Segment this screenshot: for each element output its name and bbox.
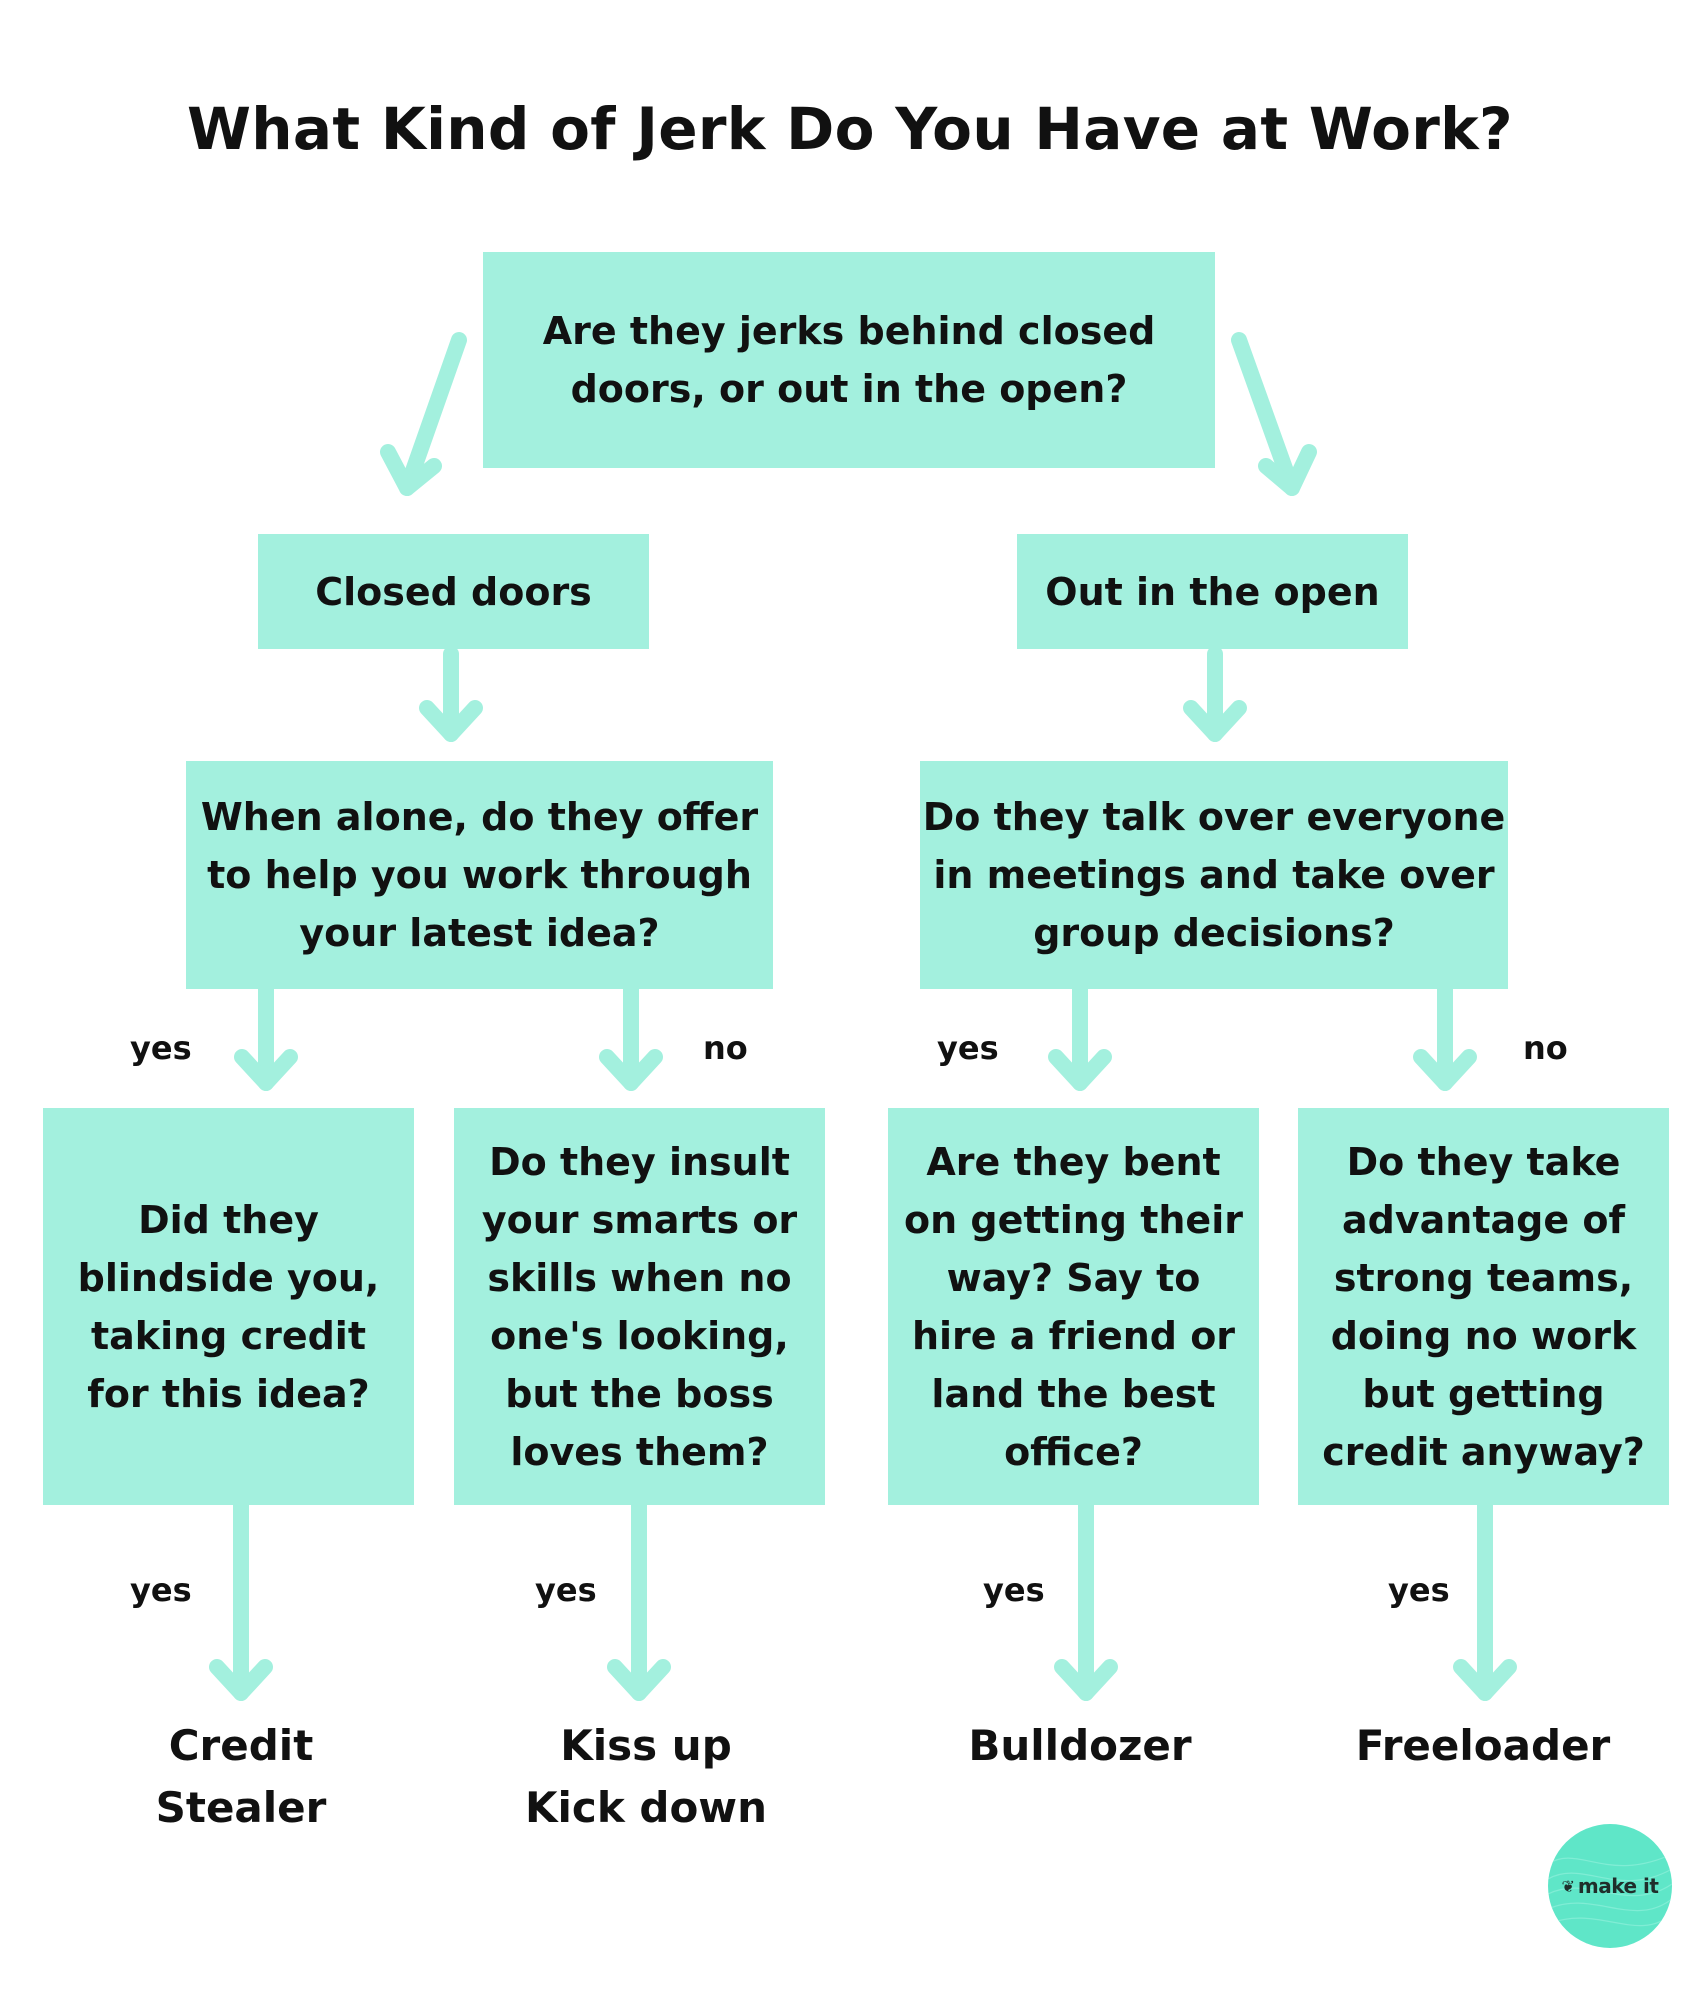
node-closed-doors: Closed doors <box>258 534 649 649</box>
arrow-q1-yes <box>209 1497 273 1701</box>
nbc-peacock-icon: ❦ <box>1561 1876 1575 1896</box>
arrow-closed-no <box>599 981 663 1091</box>
node-open-question-text: Do they talk over everyone in meetings a… <box>922 795 1506 955</box>
label-q2-yes: yes <box>535 1571 597 1609</box>
arrow-root-closed <box>380 332 467 496</box>
arrow-q2-yes <box>607 1497 671 1701</box>
arrow-open-q <box>1183 646 1247 742</box>
arrow-closed-q <box>419 646 483 742</box>
arrow-closed-yes <box>234 981 298 1091</box>
outcome-freeloader: Freeloader <box>1355 1721 1611 1770</box>
node-out-in-open: Out in the open <box>1017 534 1408 649</box>
outcome-credit-stealer: Credit Stealer <box>155 1721 327 1832</box>
node-root-text: Are they jerks behind closed doors, or o… <box>542 309 1156 411</box>
node-open-question: Do they talk over everyone in meetings a… <box>920 761 1508 989</box>
outcome-bulldozer: Bulldozer <box>968 1721 1192 1770</box>
outcome-kiss-up-kick-down: Kiss up Kick down <box>524 1721 767 1832</box>
node-q1-text: Did they blindside you, taking credit fo… <box>77 1197 380 1416</box>
page-title: What Kind of Jerk Do You Have at Work? <box>187 95 1513 163</box>
node-open-text: Out in the open <box>1045 569 1380 614</box>
label-q3-yes: yes <box>983 1571 1045 1609</box>
node-q4: Do they take advantage of strong teams, … <box>1298 1108 1669 1505</box>
arrow-open-no <box>1413 981 1477 1091</box>
logo-text: make it <box>1577 1874 1659 1898</box>
node-q2-text: Do they insult your smarts or skills whe… <box>481 1139 798 1474</box>
logo-texture <box>1548 1853 1672 1927</box>
node-root-question: Are they jerks behind closed doors, or o… <box>483 252 1215 468</box>
label-q1-yes: yes <box>130 1571 192 1609</box>
label-open-no: no <box>1523 1029 1568 1067</box>
node-q2: Do they insult your smarts or skills whe… <box>454 1108 825 1505</box>
arrow-root-open <box>1231 332 1317 496</box>
node-q4-text: Do they take advantage of strong teams, … <box>1322 1139 1645 1474</box>
label-closed-yes: yes <box>130 1029 192 1067</box>
node-q3-text: Are they bent on getting their way? Say … <box>904 1139 1243 1474</box>
node-closed-text: Closed doors <box>315 569 592 614</box>
node-q3: Are they bent on getting their way? Say … <box>888 1108 1259 1505</box>
arrow-q4-yes <box>1453 1497 1517 1701</box>
label-open-yes: yes <box>937 1029 999 1067</box>
arrow-open-yes <box>1048 981 1112 1091</box>
arrow-q3-yes <box>1054 1497 1118 1701</box>
label-closed-no: no <box>703 1029 748 1067</box>
label-q4-yes: yes <box>1388 1571 1450 1609</box>
node-closed-question: When alone, do they offer to help you wo… <box>186 761 773 989</box>
node-closed-question-text: When alone, do they offer to help you wo… <box>200 795 759 955</box>
node-q1: Did they blindside you, taking credit fo… <box>43 1108 414 1505</box>
make-it-logo: ❦ make it <box>1548 1824 1672 1948</box>
